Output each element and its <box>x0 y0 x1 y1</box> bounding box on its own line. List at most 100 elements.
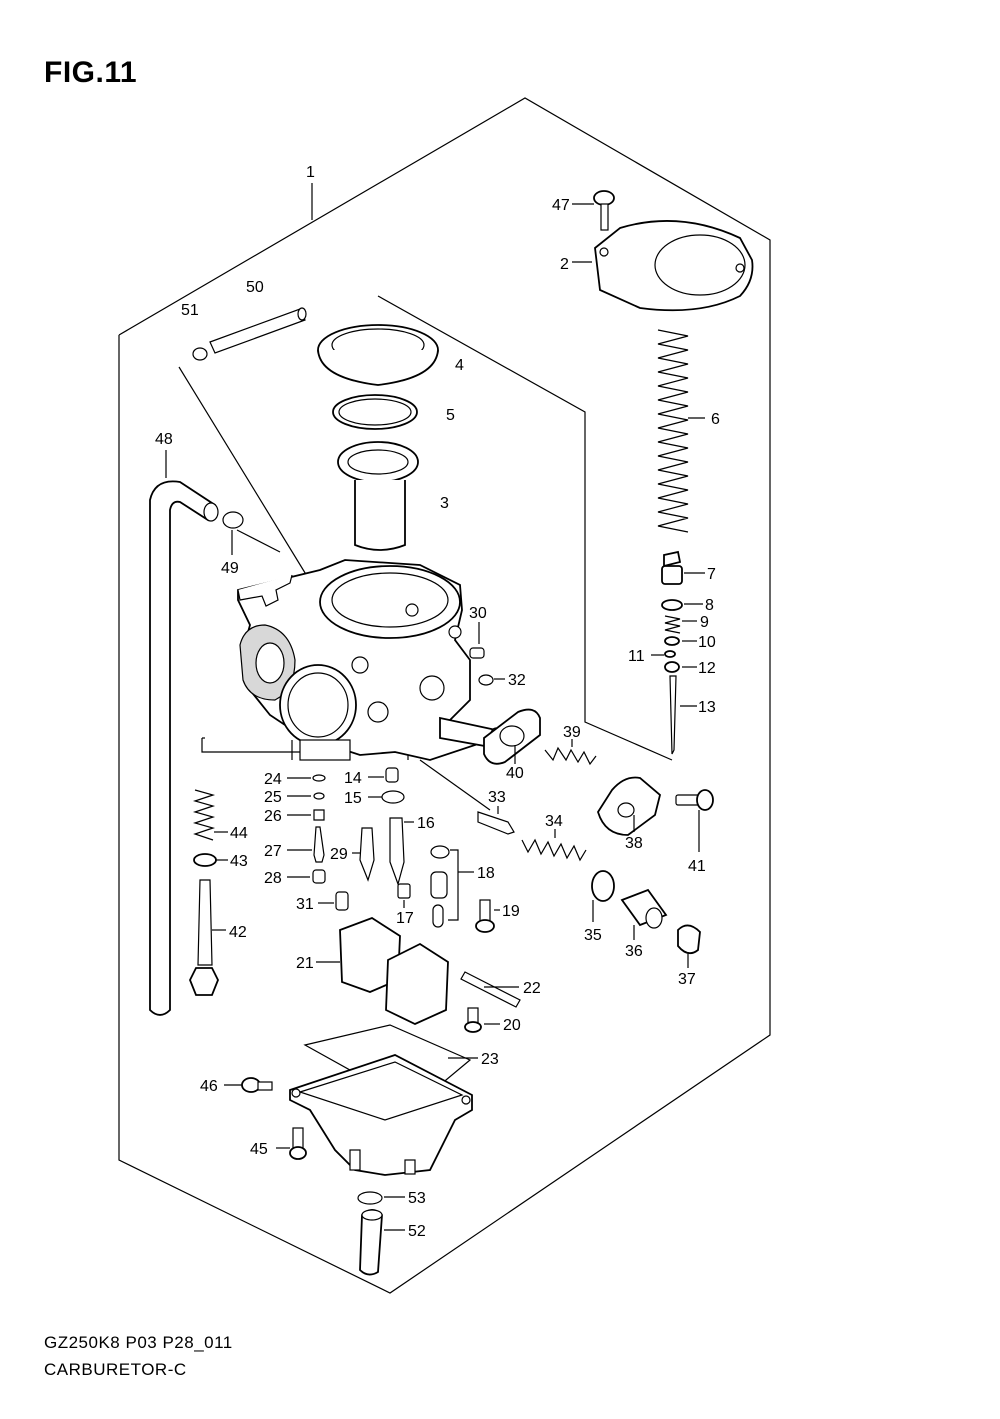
callout-17: 17 <box>396 910 414 927</box>
callout-39: 39 <box>563 724 581 741</box>
callout-47: 47 <box>552 197 570 214</box>
callout-45: 45 <box>250 1141 268 1158</box>
callout-6: 6 <box>711 411 720 428</box>
callout-4: 4 <box>455 357 464 374</box>
callout-21: 21 <box>296 955 314 972</box>
callout-3: 3 <box>440 495 449 512</box>
callout-48: 48 <box>155 431 173 448</box>
part-51-clip <box>192 347 208 361</box>
callout-46: 46 <box>200 1078 218 1095</box>
callout-8: 8 <box>705 597 714 614</box>
callout-42: 42 <box>229 924 247 941</box>
callout-5: 5 <box>446 407 455 424</box>
callout-labels: 1 2 3 4 5 6 7 8 9 10 11 12 13 14 15 16 1… <box>155 164 720 1240</box>
part-38-cover <box>597 776 662 836</box>
callout-51: 51 <box>181 302 199 319</box>
part-17-jet <box>397 883 411 908</box>
part-19-screw <box>475 899 500 933</box>
callout-35: 35 <box>584 927 602 944</box>
callout-33: 33 <box>488 789 506 806</box>
callout-38: 38 <box>625 835 643 852</box>
callout-16: 16 <box>417 815 435 832</box>
part-22-pin <box>460 971 521 1008</box>
part-34-spring <box>521 829 587 862</box>
part-50-tube <box>209 307 307 354</box>
callout-18: 18 <box>477 865 495 882</box>
part-31-screw <box>318 891 349 911</box>
callout-10: 10 <box>698 634 716 651</box>
callout-53: 53 <box>408 1190 426 1207</box>
part-21-float <box>316 916 449 1025</box>
float-bowl <box>289 1054 473 1176</box>
callout-2: 2 <box>560 256 569 273</box>
callout-34: 34 <box>545 813 563 830</box>
callout-11: 11 <box>628 648 645 665</box>
part-14-jet <box>368 767 399 783</box>
part-5-oring <box>332 394 418 430</box>
part-20-screw <box>464 1007 500 1033</box>
callout-32: 32 <box>508 672 526 689</box>
callout-13: 13 <box>698 699 716 716</box>
callout-49: 49 <box>221 560 239 577</box>
part-43-washer <box>193 853 228 867</box>
callout-30: 30 <box>469 605 487 622</box>
callout-20: 20 <box>503 1017 521 1034</box>
part-1-carburetor-body <box>237 559 503 761</box>
callout-24: 24 <box>264 771 282 788</box>
part-44-spring <box>192 789 228 841</box>
callout-28: 28 <box>264 870 282 887</box>
callout-15: 15 <box>344 790 362 807</box>
callout-36: 36 <box>625 943 643 960</box>
callout-1: 1 <box>306 164 315 181</box>
part-3-piston <box>337 441 419 551</box>
callout-44: 44 <box>230 825 248 842</box>
part-47-screw <box>572 190 615 231</box>
callout-43: 43 <box>230 853 248 870</box>
figure-name: CARBURETOR-C <box>44 1360 187 1379</box>
part-45-screw <box>276 1127 307 1160</box>
part-52-hose <box>359 1209 405 1276</box>
assembly-frame <box>118 97 771 1294</box>
part-41-bolt <box>675 789 714 852</box>
part-4-cap <box>317 324 439 386</box>
part-23-gasket <box>303 1024 478 1086</box>
needle-assembly <box>651 550 705 755</box>
callout-26: 26 <box>264 808 282 825</box>
part-30-jet <box>469 622 485 659</box>
small-jets <box>287 774 375 884</box>
part-2-cap <box>572 220 754 312</box>
callout-25: 25 <box>264 789 282 806</box>
figure-code: GZ250K8 P03 P28_011 <box>44 1333 233 1352</box>
callout-7: 7 <box>707 566 716 583</box>
part-16-needle-jet <box>389 817 414 886</box>
callout-22: 22 <box>523 980 541 997</box>
callout-31: 31 <box>296 896 314 913</box>
callout-41: 41 <box>688 858 706 875</box>
callout-9: 9 <box>700 614 709 631</box>
part-18-float-valve <box>430 845 474 928</box>
callout-12: 12 <box>698 660 716 677</box>
part-42-screw <box>189 879 226 996</box>
callout-52: 52 <box>408 1223 426 1240</box>
part-48-hose <box>149 450 219 1016</box>
part-46-screw <box>224 1077 273 1093</box>
callout-37: 37 <box>678 971 696 988</box>
figure-title: FIG.11 <box>44 56 138 89</box>
part-32-screw <box>478 674 505 686</box>
callout-50: 50 <box>246 279 264 296</box>
callout-23: 23 <box>481 1051 499 1068</box>
part-49-clip <box>222 511 244 555</box>
callout-27: 27 <box>264 843 282 860</box>
callout-40: 40 <box>506 765 524 782</box>
part-36-valve <box>620 888 668 940</box>
callout-14: 14 <box>344 770 362 787</box>
callout-29: 29 <box>330 846 348 863</box>
part-37-cap <box>677 924 701 968</box>
part-15-washer <box>368 790 405 804</box>
part-39-spring <box>544 739 597 766</box>
part-33-plunger <box>477 806 515 835</box>
part-53-clip <box>357 1191 405 1205</box>
part-6-spring <box>657 329 705 533</box>
callout-19: 19 <box>502 903 520 920</box>
